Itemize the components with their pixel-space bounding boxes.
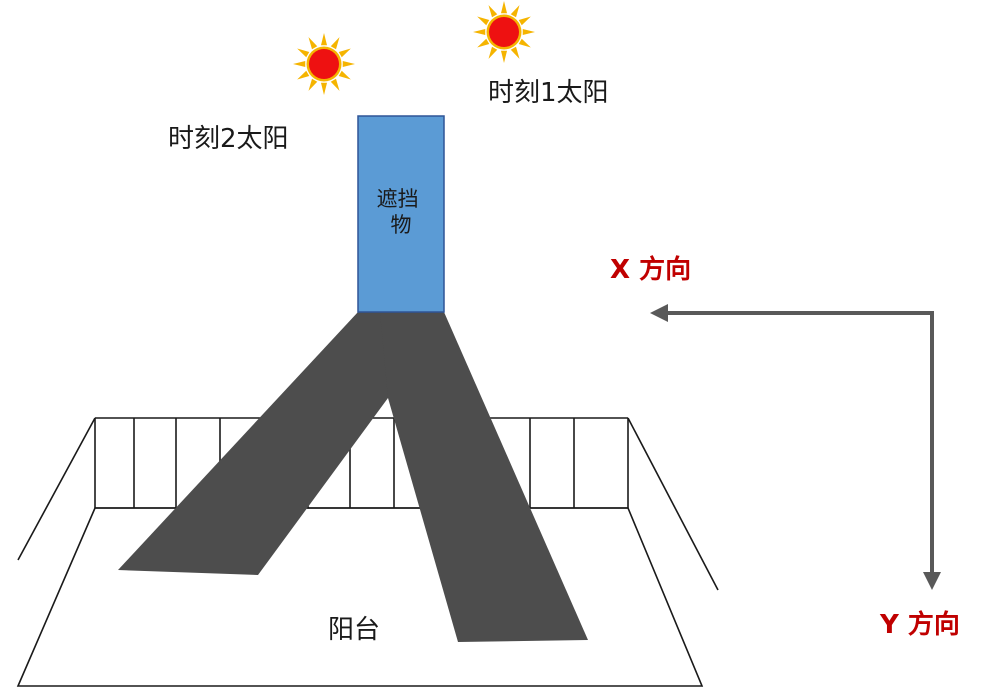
balcony-floor <box>16 507 704 687</box>
y-direction-label: Y 方向 <box>879 609 960 640</box>
sun-ray <box>342 60 355 68</box>
sun-icon <box>293 33 355 95</box>
shadow-time-1 <box>380 312 588 642</box>
x-direction-label: X 方向 <box>610 254 691 285</box>
shadow-time-2 <box>118 312 420 575</box>
sun-ray <box>500 1 508 14</box>
sun-ray <box>293 60 306 68</box>
sun-ray <box>338 48 351 58</box>
sun-icon <box>473 1 535 63</box>
sun-ray <box>500 50 508 63</box>
balcony-label: 阳台 <box>328 615 380 645</box>
obstacle-block <box>357 115 445 313</box>
sun-ray <box>308 78 318 91</box>
sun-ray <box>330 78 340 91</box>
sun-time-1-label: 时刻1太阳 <box>488 78 609 108</box>
arrow-down-icon <box>923 572 941 590</box>
sun-ray <box>488 5 498 18</box>
sun-ray <box>320 33 328 46</box>
sun-ray <box>308 37 318 50</box>
sun-ray <box>338 70 351 80</box>
sun-ray <box>488 46 498 59</box>
sun-ray <box>510 46 520 59</box>
sun-ray <box>510 5 520 18</box>
sun-ray <box>330 37 340 50</box>
sun-ray <box>518 38 531 48</box>
sun-ray <box>522 28 535 36</box>
sun-ray <box>477 38 490 48</box>
direction-axis <box>650 304 941 590</box>
sun-ray <box>297 48 310 58</box>
obstacle-label: 遮挡 物 <box>377 187 426 237</box>
sun-time-2-label: 时刻2太阳 <box>168 124 289 154</box>
sun-ray <box>473 28 486 36</box>
arrow-left-icon <box>650 304 668 322</box>
sun-ray <box>297 70 310 80</box>
sun-ray <box>518 16 531 26</box>
sun-ray <box>320 82 328 95</box>
sun-ray <box>477 16 490 26</box>
